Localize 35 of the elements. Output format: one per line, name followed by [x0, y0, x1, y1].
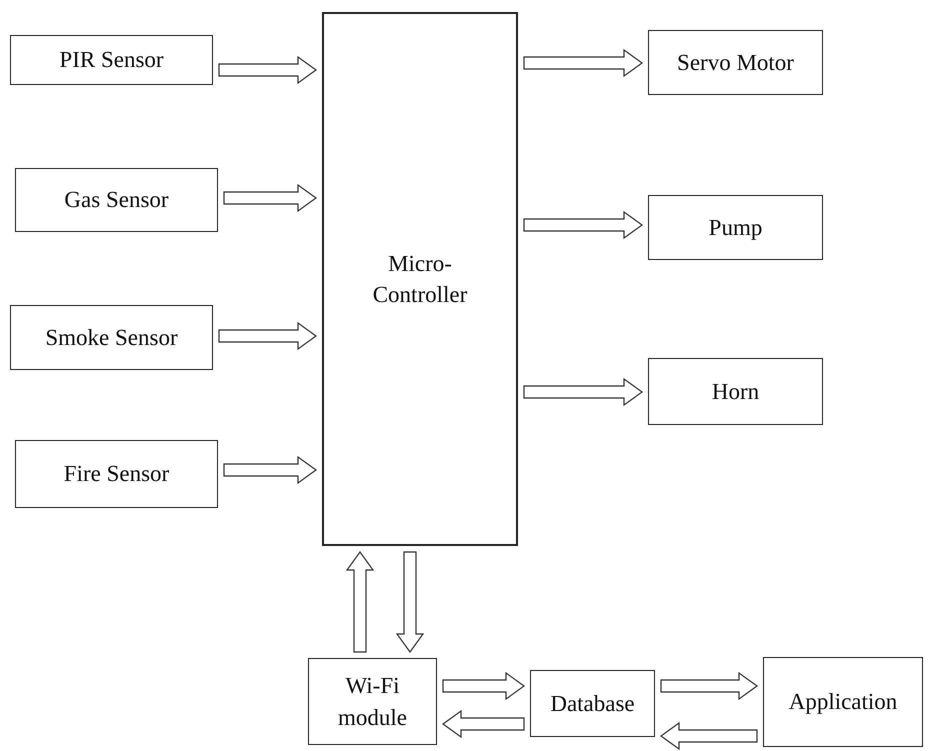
block-arrow [660, 672, 758, 700]
block-arrow [523, 378, 644, 406]
block-arrow [396, 551, 424, 654]
block-label: Gas Sensor [64, 186, 169, 214]
block-box [763, 657, 923, 747]
block-label: Fire Sensor [64, 460, 170, 488]
block-label: Pump [708, 214, 762, 242]
block-arrow [223, 184, 318, 212]
block-arrow [523, 48, 644, 78]
block-box [15, 440, 218, 508]
block-box [648, 195, 823, 260]
block-label: Micro- Controller [372, 250, 468, 309]
block-label: Database [550, 690, 635, 718]
block-box [322, 12, 518, 546]
block-arrow [223, 456, 318, 484]
block-arrow [218, 322, 318, 350]
block-label: PIR Sensor [59, 46, 164, 74]
block-label: Servo Motor [677, 48, 794, 77]
block-arrow [218, 56, 318, 84]
block-label: Horn [712, 378, 760, 406]
block-box [10, 35, 213, 85]
block-box [10, 305, 213, 370]
block-arrow [660, 722, 758, 750]
block-arrow [442, 672, 526, 700]
block-arrow [523, 210, 644, 240]
block-box [15, 168, 218, 232]
block-box [308, 658, 437, 745]
block-box [530, 670, 655, 737]
block-box [648, 358, 823, 425]
block-arrow [442, 710, 525, 738]
block-label: Smoke Sensor [45, 324, 178, 352]
block-label: Wi-Fi module [337, 672, 408, 732]
block-box [648, 30, 823, 95]
block-label: Application [788, 688, 898, 716]
block-arrow [346, 550, 374, 653]
